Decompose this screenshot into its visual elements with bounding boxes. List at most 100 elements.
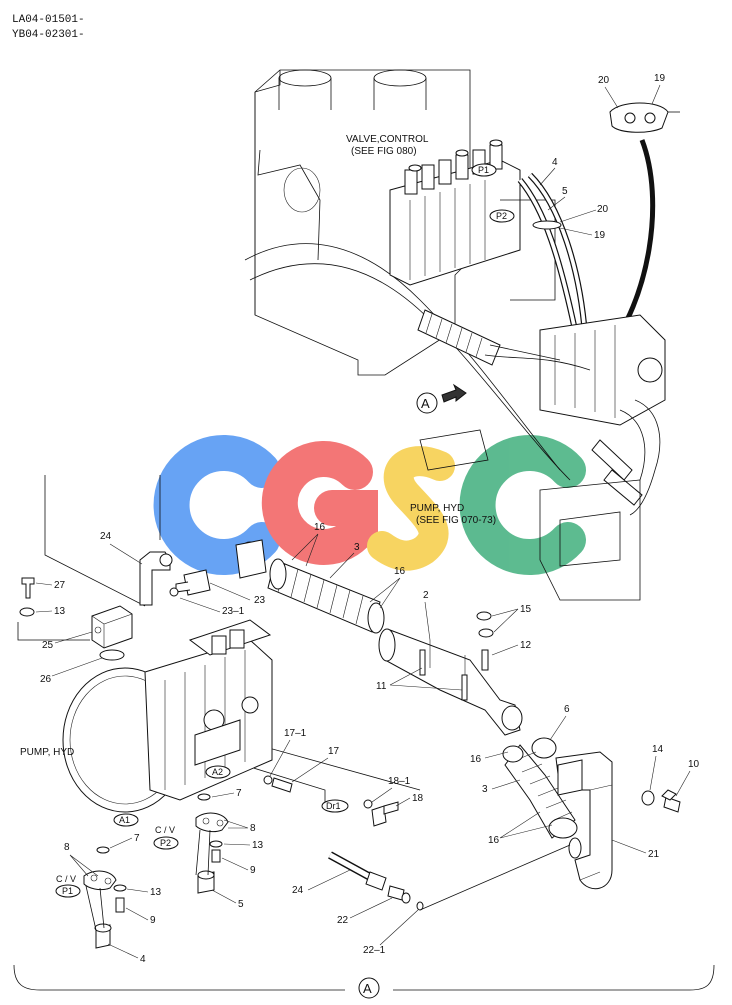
callout-8-p2: 8 (250, 823, 256, 834)
callout-7-lower: 7 (134, 833, 140, 844)
port-p1-upper: P1 (471, 163, 497, 177)
callout-3-upper: 3 (354, 542, 360, 553)
item-17-fitting (263, 775, 293, 793)
port-dr1: Dr1 (321, 799, 349, 813)
item-8-flange-p1 (83, 870, 117, 891)
callout-16-hose-top: 16 (314, 522, 326, 533)
item-13-washer-p2 (209, 840, 223, 848)
callout-10: 10 (688, 759, 700, 770)
callout-3-lower: 3 (482, 784, 488, 795)
callout-22-1: 22–1 (363, 945, 386, 956)
port-a1: A1 (113, 813, 139, 827)
callout-22: 22 (337, 915, 349, 926)
callout-24-upper: 24 (100, 531, 112, 542)
port-p2-lower-label: P2 (160, 838, 171, 848)
item-26-oring (99, 649, 125, 661)
port-dr1-label: Dr1 (326, 801, 341, 811)
valve-control-ref: (SEE FIG 080) (351, 146, 417, 157)
serial-range-1: LA04-01501- (12, 14, 85, 26)
item-6-oring (531, 737, 557, 759)
callout-9-p2: 9 (250, 865, 256, 876)
serial-range-2: YB04-02301- (12, 29, 85, 41)
view-a-bracket: A (13, 964, 715, 999)
item-5-fitting (197, 870, 215, 894)
port-p2-lower: P2 (153, 836, 179, 850)
item-8-flange-p2 (195, 812, 229, 833)
callout-16-lower-bottom: 16 (488, 835, 500, 846)
callout-26: 26 (40, 674, 52, 685)
pump-hyd-main-label: PUMP, HYD (20, 747, 74, 758)
item-21-elbow-pipe (555, 751, 613, 890)
watermark-letter-c1 (153, 435, 280, 575)
watermark (153, 435, 586, 575)
callout-14: 14 (652, 744, 664, 755)
callout-17-1: 17–1 (284, 728, 307, 739)
watermark-letter-g (261, 441, 378, 565)
callout-13-p1: 13 (150, 887, 162, 898)
callout-13-upper: 13 (54, 606, 66, 617)
callout-16-hose-right: 16 (394, 566, 406, 577)
callout-20-top: 20 (598, 75, 610, 86)
item-14-washer (641, 790, 655, 806)
port-p1-upper-label: P1 (478, 165, 489, 175)
control-valve (389, 139, 556, 301)
item-22-fitting (387, 885, 411, 904)
main-pump: PUMP, HYD (20, 619, 273, 813)
item-10-bolt (661, 789, 681, 813)
view-a-bracket-label: A (363, 981, 372, 996)
port-a2: A2 (205, 765, 231, 779)
item-23-fitting (169, 569, 211, 597)
item-13-washer-upper (19, 607, 35, 617)
item-24-elbow-upper (139, 551, 173, 606)
item-3-suction-hose (235, 539, 385, 634)
view-a-marker-text: A (421, 396, 430, 411)
grommet-upper (532, 220, 562, 230)
callout-4-lower: 4 (140, 954, 146, 965)
callout-17: 17 (328, 746, 340, 757)
callout-8-p1: 8 (64, 842, 70, 853)
upper-assembly: VALVE,CONTROL (SEE FIG 080) P1 P2 (244, 69, 680, 601)
item-7-oring-a1 (96, 846, 110, 854)
callout-6: 6 (564, 704, 570, 715)
lower-assembly: PUMP, HYD 24 2 3 23–1 27 13 (17, 475, 700, 965)
callout-2: 2 (423, 590, 429, 601)
item-9-bolt-p2 (211, 849, 221, 863)
callout-23-1: 23–1 (222, 606, 245, 617)
suction-pipe-upper (417, 309, 591, 371)
item-12-stud (481, 649, 489, 671)
callout-11: 11 (376, 681, 387, 692)
port-p1-lower: P1 (55, 884, 81, 898)
port-p1-lower-label: P1 (62, 886, 73, 896)
item-2-pipe (378, 628, 523, 736)
callout-13-p2: 13 (252, 840, 264, 851)
watermark-letter-c2 (459, 435, 586, 575)
callout-16-lower-top: 16 (470, 754, 482, 765)
view-a-marker: A (416, 383, 467, 414)
port-p2-upper-label: P2 (496, 211, 507, 221)
item-18-fitting (363, 799, 399, 827)
item-15-nuts (476, 611, 494, 638)
callout-27: 27 (54, 580, 66, 591)
item-13-washer-p1 (113, 884, 127, 892)
port-a2-label: A2 (212, 767, 223, 777)
callout-5-lower: 5 (238, 899, 244, 910)
callout-19-mid: 19 (594, 230, 606, 241)
item-25-block (91, 605, 133, 649)
watermark-letter-s (367, 446, 455, 571)
callout-25: 25 (42, 640, 54, 651)
callout-5-top: 5 (562, 186, 568, 197)
callout-15: 15 (520, 604, 532, 615)
pump-hyd-ref: (SEE FIG 070-73) (416, 515, 496, 526)
pump-hyd-label: PUMP, HYD (410, 503, 464, 514)
callout-18-1: 18–1 (388, 776, 411, 787)
item-24-hose-lower (328, 851, 387, 891)
item-27-bolt (21, 577, 35, 599)
callout-19-top: 19 (654, 73, 666, 84)
port-a1-label: A1 (119, 815, 130, 825)
port-p2-upper: P2 (489, 209, 515, 223)
pump-upper (539, 314, 666, 516)
cv-label-p1: C / V (56, 874, 76, 884)
item-7-oring-a2 (197, 793, 211, 801)
